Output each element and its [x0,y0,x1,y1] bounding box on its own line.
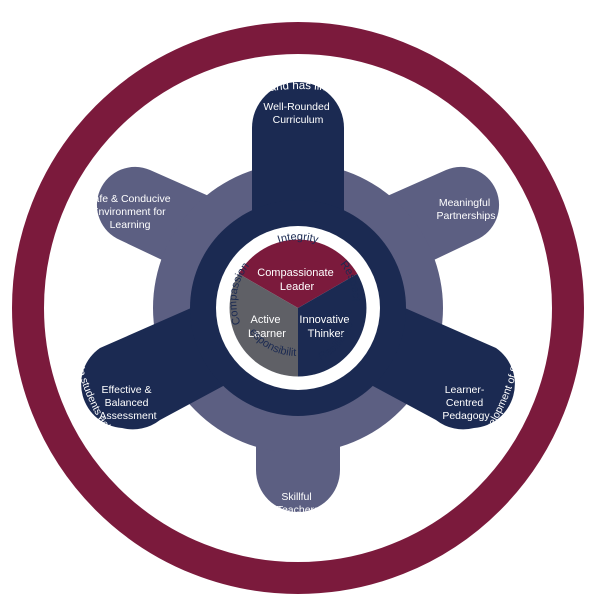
spoke-assessment-label: Effective & Balanced Assessment [99,384,156,422]
core-learner-label: Active Learner [248,314,286,340]
core-leader-label: Compassionate Leader [257,267,337,293]
core-sector-thinker [298,273,367,377]
core-sector-leader [238,239,358,308]
value-integrity: Integrity [276,231,320,246]
core-circle [229,239,367,377]
spoke-pedagogy-label: Learner- Centred Pedagogy [442,384,490,422]
spoke-environment-label: Safe & Conducive Environment for Learnin… [87,193,174,231]
spoke-teachers-label: Skillful Teachers [277,491,320,516]
spoke-partnerships-label: Meaningful Partnerships [437,197,496,222]
outer-ring [12,22,584,594]
spoke-curriculum-label: Well-Rounded Curriculum [263,101,332,126]
core-thinker-label: Innovative Thinker [299,314,352,340]
core-sector-learner [229,273,298,377]
